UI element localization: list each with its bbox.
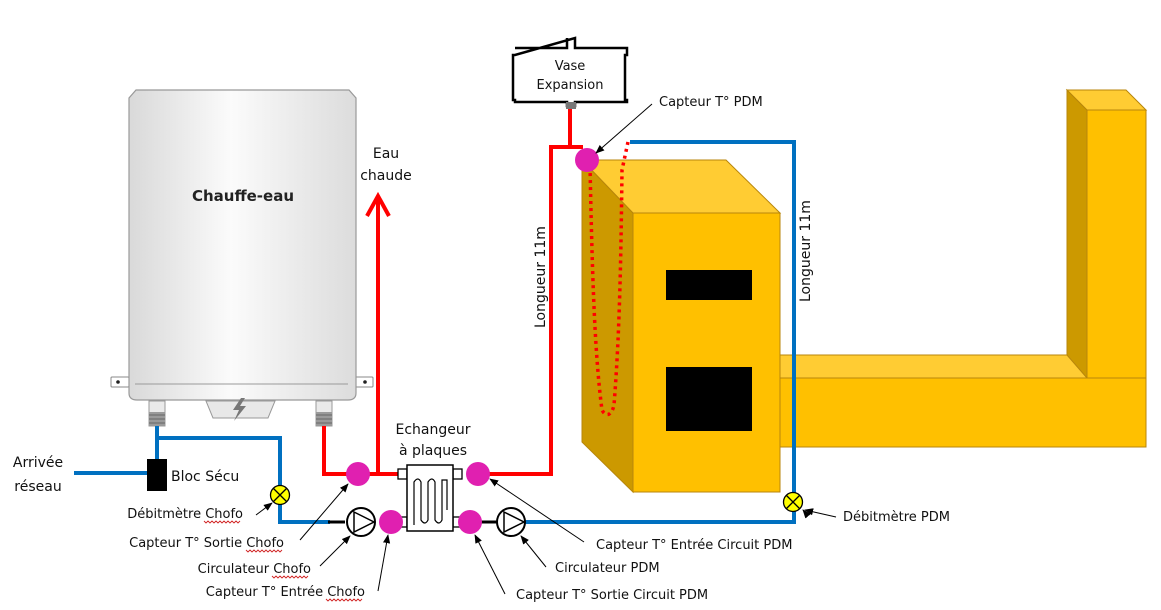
spellcheck-underlines <box>203 520 363 602</box>
pipe-chofo-return <box>157 436 330 524</box>
vessel-label-1: Vase <box>555 59 586 74</box>
arrow-flowmeter-pdm-tail <box>804 508 837 518</box>
arrow-sensor-in-chofo <box>377 534 391 592</box>
arrow-pump-pdm <box>520 535 547 568</box>
arrow-sensor-out-chofo <box>299 483 349 541</box>
flowmeter-chofo[interactable] <box>269 484 291 506</box>
pump-chofo-arrow-icon <box>353 510 376 534</box>
hot-pipes <box>322 108 583 476</box>
flowmeter-pdm[interactable] <box>782 491 804 513</box>
exchanger-coil <box>413 478 448 525</box>
pipe-pdm-return <box>518 140 796 524</box>
window-upper <box>666 270 752 300</box>
tower-front <box>1086 109 1147 379</box>
callout-sensor-pdm: Capteur T° PDM <box>659 95 763 110</box>
arrow-sensor-out-pdm <box>474 534 506 595</box>
callout-sensor-in-pdm: Capteur T° Entrée Circuit PDM <box>596 538 792 553</box>
arrow-sensor-in-pdm <box>489 478 585 543</box>
lightning-icon <box>233 398 246 421</box>
callout-pump-pdm: Circulateur PDM <box>555 561 660 576</box>
hot-water-label-1: Eau <box>373 146 399 162</box>
plate-heat-exchanger[interactable] <box>397 464 463 532</box>
slab-front <box>779 377 1147 448</box>
building <box>580 88 1148 494</box>
sensor-in-pdm[interactable] <box>466 462 490 486</box>
heater-body <box>128 89 357 401</box>
exchanger-label-1: Echangeur <box>396 422 471 438</box>
arrow-pump-chofo <box>319 535 351 567</box>
cold-pipes <box>74 140 796 524</box>
pipe-length-left: Longueur 11m <box>533 226 549 328</box>
callout-sensor-out-chofo: Capteur T° Sortie Chofo <box>129 536 284 551</box>
pipe-length-right: Longueur 11m <box>798 200 814 302</box>
flowmeter-chofo-cross-icon <box>273 488 287 502</box>
supply-label-2: réseau <box>14 479 61 495</box>
pipe-pdm-flow <box>470 145 583 476</box>
window-lower <box>666 367 752 431</box>
exchanger-label-2: à plaques <box>399 443 467 459</box>
pipe-dotted-loop <box>588 141 630 417</box>
sensor-pdm[interactable] <box>575 148 599 172</box>
callout-flowmeter-pdm: Débitmètre PDM <box>843 510 950 525</box>
hot-water-label-2: chaude <box>360 168 412 184</box>
vessel-label-2: Expansion <box>537 78 604 93</box>
slab-top <box>779 354 1089 379</box>
sensor-out-chofo[interactable] <box>346 462 370 486</box>
heater-title: Chauffe-eau <box>192 187 294 205</box>
heater-bracket-left <box>110 376 130 388</box>
expansion-vessel[interactable]: Vase Expansion <box>511 36 629 109</box>
callout-pump-chofo: Circulateur Chofo <box>198 562 311 577</box>
supply-label-1: Arrivée <box>13 455 63 471</box>
pump-pdm[interactable] <box>496 507 526 537</box>
safety-block[interactable] <box>147 459 167 491</box>
pump-chofo[interactable] <box>346 507 376 537</box>
arrow-sensor-pdm <box>595 103 653 154</box>
callout-flowmeter-chofo: Débitmètre Chofo <box>127 507 243 522</box>
arrow-flowmeter-chofo <box>255 502 273 516</box>
block-front <box>632 212 781 493</box>
callout-sensor-out-pdm: Capteur T° Sortie Circuit PDM <box>516 588 708 603</box>
pipe-heater-outlet <box>322 426 400 476</box>
sensor-out-pdm[interactable] <box>458 510 482 534</box>
hot-water-arrow-icon <box>365 191 391 217</box>
sensor-in-chofo[interactable] <box>379 510 403 534</box>
safety-block-label: Bloc Sécu <box>171 469 239 485</box>
exchanger-body <box>406 464 454 532</box>
flowmeter-pdm-cross-icon <box>786 495 800 509</box>
tower-side <box>1066 88 1088 380</box>
water-heater[interactable]: Chauffe-eau <box>110 89 374 427</box>
callout-sensor-in-chofo: Capteur T° Entrée Chofo <box>206 585 365 600</box>
pump-pdm-arrow-icon <box>503 510 526 534</box>
